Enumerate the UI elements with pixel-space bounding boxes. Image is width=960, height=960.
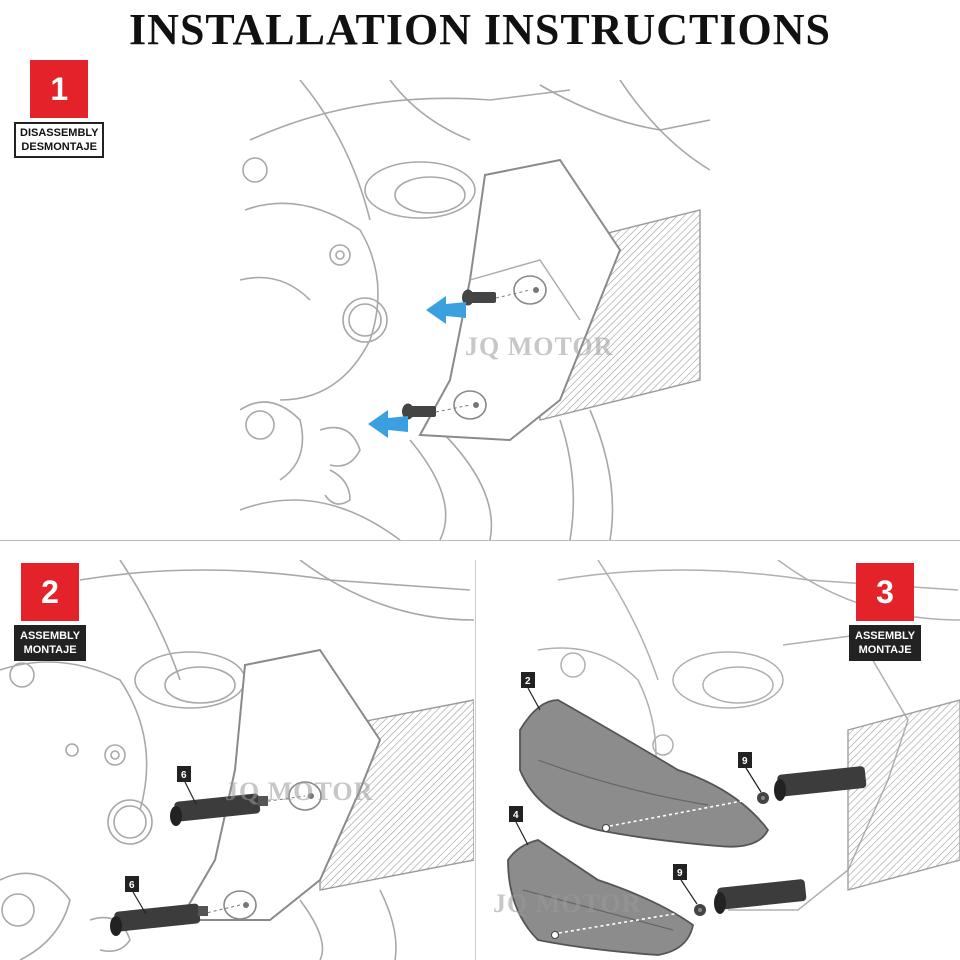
watermark-step2: JQ MOTOR — [225, 777, 373, 806]
step-2-number: 2 — [21, 563, 80, 621]
step1-illustration: JQ MOTOR — [240, 80, 710, 540]
step-1-label-line1: DISASSEMBLY — [20, 127, 99, 139]
step-3-label-line2: MONTAJE — [858, 644, 912, 656]
step-2-label: ASSEMBLY MONTAJE — [14, 625, 87, 661]
step-1-label: DISASSEMBLY DESMONTAJE — [14, 122, 105, 158]
section-divider — [0, 540, 960, 541]
step-2-badge: 2 ASSEMBLY MONTAJE — [14, 563, 87, 661]
step-3-number: 3 — [856, 563, 915, 621]
step-2-label-line1: ASSEMBLY — [20, 630, 81, 642]
spacer-upper-step3 — [774, 766, 867, 801]
step-2-label-line2: MONTAJE — [23, 644, 77, 656]
step-3-badge: 3 ASSEMBLY MONTAJE — [849, 563, 922, 661]
callout-9-lower: 9 — [677, 868, 683, 879]
spacer-lower — [110, 903, 208, 936]
step3-illustration: 2 4 9 9 JQ MOTOR — [478, 560, 960, 960]
bolt-lower — [402, 403, 436, 420]
watermark: JQ MOTOR — [465, 332, 613, 361]
step-3-label-line1: ASSEMBLY — [855, 630, 916, 642]
callout-9-upper: 9 — [742, 756, 748, 767]
step-3-label: ASSEMBLY MONTAJE — [849, 625, 922, 661]
callout-4: 4 — [513, 810, 519, 821]
spacer-upper — [170, 793, 268, 826]
spacer-lower-step3 — [714, 879, 807, 914]
bolt-upper — [462, 289, 496, 306]
step-1-number: 1 — [30, 60, 89, 118]
column-divider — [475, 560, 476, 960]
watermark-step3: JQ MOTOR — [493, 889, 641, 918]
step2-illustration: 6 6 JQ MOTOR — [0, 560, 474, 960]
callout-6-upper: 6 — [181, 770, 187, 781]
callout-2: 2 — [525, 676, 531, 687]
step-1-label-line2: DESMONTAJE — [21, 141, 98, 153]
callout-6-lower: 6 — [129, 880, 135, 891]
page-title: INSTALLATION INSTRUCTIONS — [129, 5, 831, 54]
step-1-badge: 1 DISASSEMBLY DESMONTAJE — [14, 60, 105, 158]
